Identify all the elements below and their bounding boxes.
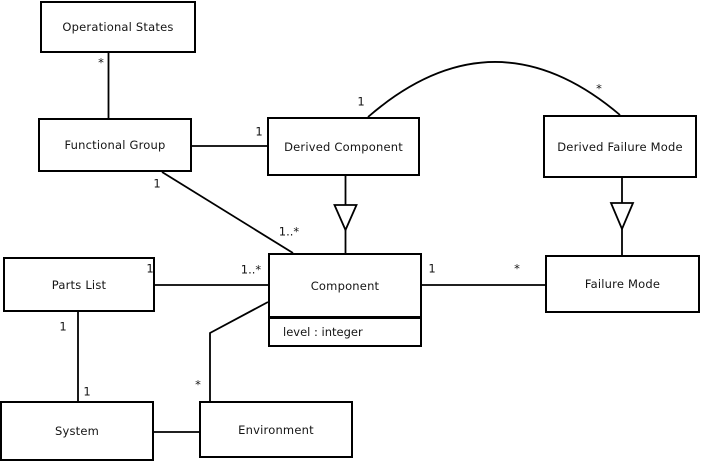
class-functional-group: Functional Group	[38, 118, 192, 172]
multiplicity-failure-mode-end: *	[514, 261, 520, 276]
class-component: Component level : integer	[268, 253, 422, 347]
generalization-arrow-to-failure-mode	[609, 202, 635, 232]
edge-functional-group-component	[161, 171, 294, 254]
multiplicity-parts-list-end: 1	[146, 261, 154, 276]
multiplicity-component-end-of-functional-group: 1..*	[278, 224, 300, 239]
class-system: System	[0, 401, 154, 461]
multiplicity-derived-failure-mode-arc-end: *	[596, 81, 602, 96]
edge-derived-component-derived-failure-mode	[367, 61, 621, 118]
generalization-arrow-to-component	[333, 204, 358, 233]
attribute-compartment-divider	[270, 316, 420, 319]
class-parts-list: Parts List	[3, 257, 155, 312]
class-name-functional-group: Functional Group	[64, 138, 166, 152]
multiplicity-environment-end: *	[195, 377, 201, 392]
class-name-derived-failure-mode: Derived Failure Mode	[557, 139, 683, 154]
class-derived-component: Derived Component	[267, 117, 420, 176]
class-operational-states: Operational States	[40, 1, 196, 53]
multiplicity-component-end-of-parts-list: 1..*	[240, 262, 262, 277]
multiplicity-functional-group-end: 1	[153, 176, 161, 191]
class-name-failure-mode: Failure Mode	[584, 277, 661, 291]
class-failure-mode: Failure Mode	[545, 255, 700, 313]
edge-component-environment	[209, 301, 269, 401]
class-derived-failure-mode: Derived Failure Mode	[543, 115, 697, 178]
multiplicity-operational-states-end: *	[98, 55, 104, 70]
class-name-component: Component	[310, 278, 380, 293]
multiplicity-derived-component-arc-end: 1	[357, 94, 365, 109]
class-name-environment: Environment	[238, 422, 314, 437]
class-environment: Environment	[199, 401, 353, 458]
multiplicity-component-end-of-failure-mode: 1	[428, 261, 436, 276]
multiplicity-parts-list-end-of-system: 1	[59, 319, 67, 334]
class-name-derived-component: Derived Component	[284, 139, 403, 154]
class-name-operational-states: Operational States	[62, 20, 174, 34]
multiplicity-system-end: 1	[83, 384, 91, 399]
class-attribute-level: level : integer	[283, 325, 363, 339]
class-name-system: System	[54, 424, 100, 438]
multiplicity-derived-component-end: 1	[255, 124, 263, 139]
class-name-parts-list: Parts List	[51, 277, 107, 292]
